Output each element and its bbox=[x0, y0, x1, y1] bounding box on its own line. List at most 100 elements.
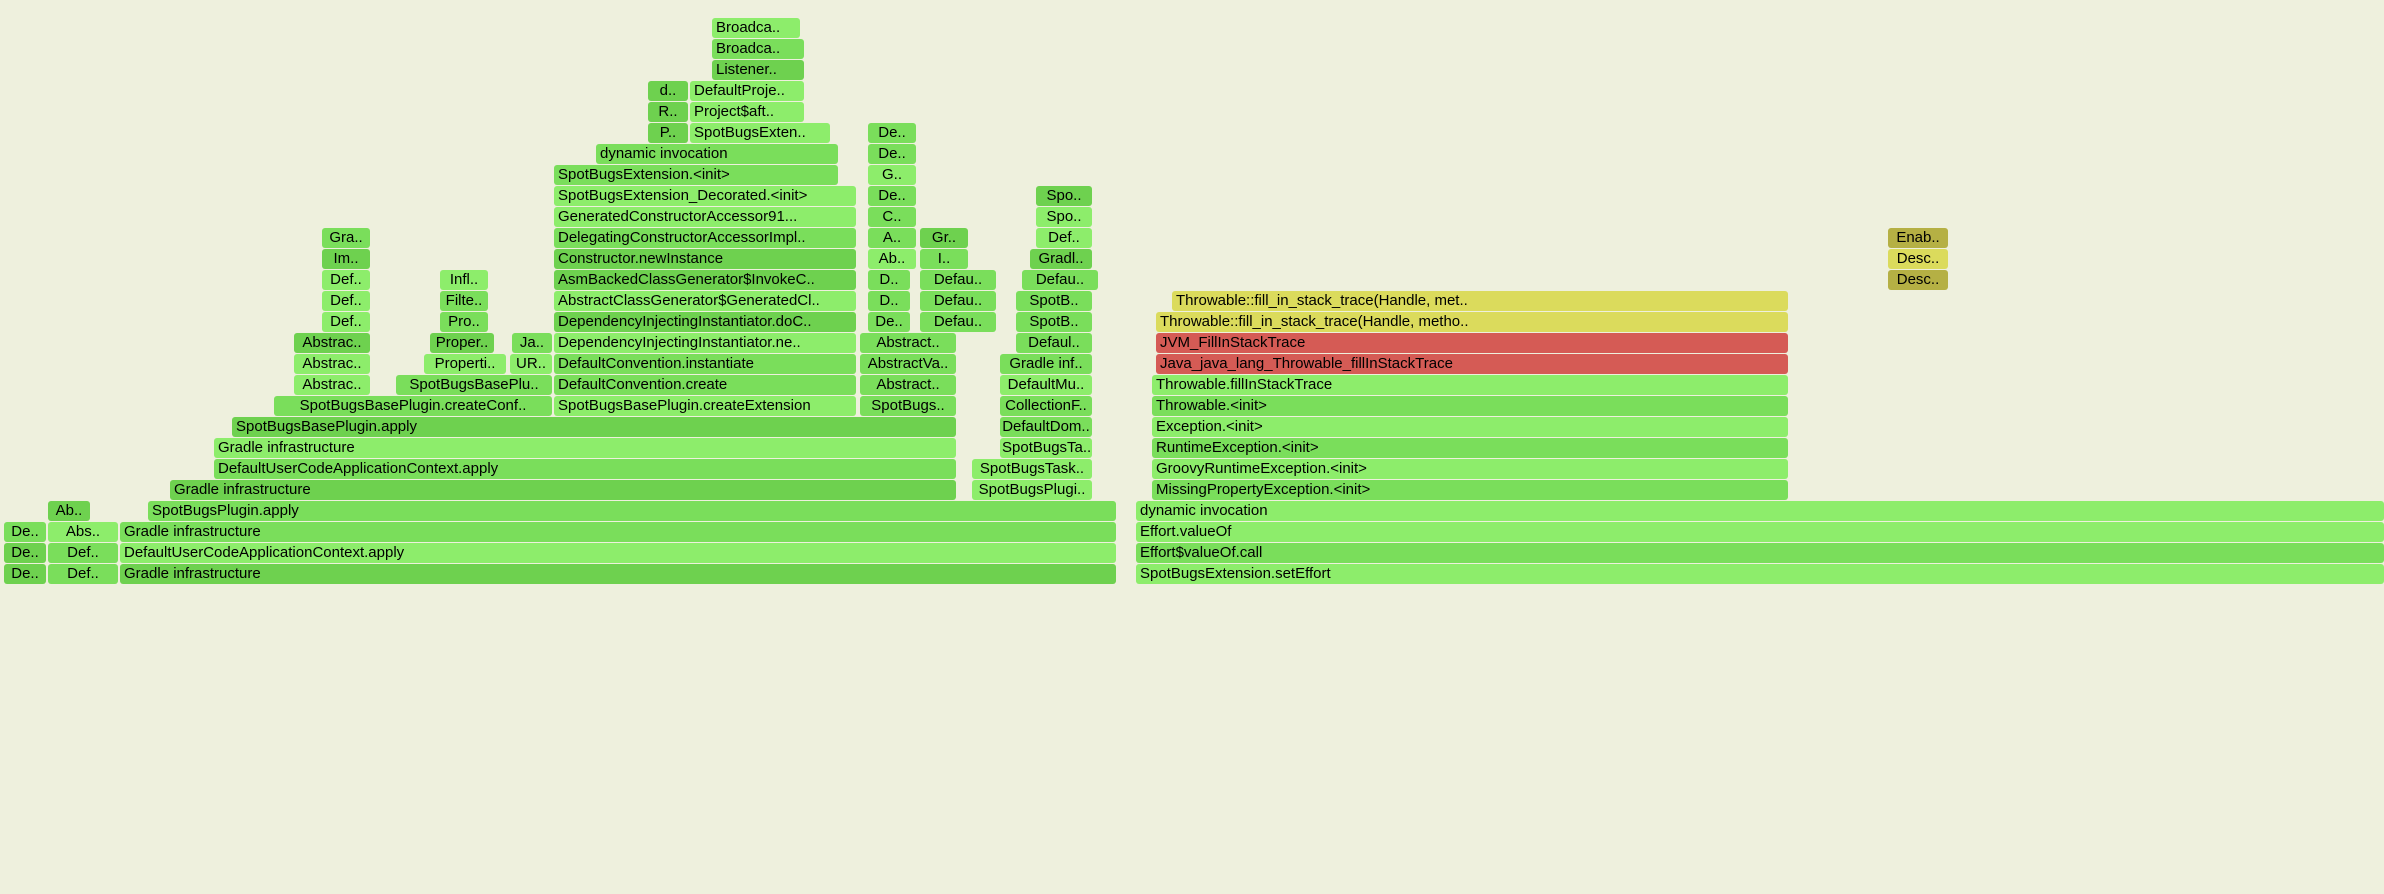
flame-frame[interactable]: JVM_FillInStackTrace bbox=[1156, 333, 1788, 353]
flame-frame[interactable]: R.. bbox=[648, 102, 688, 122]
flame-frame[interactable]: Gradle inf.. bbox=[1000, 354, 1092, 374]
flame-frame[interactable]: Defau.. bbox=[1022, 270, 1098, 290]
flame-frame[interactable]: DefaultUserCodeApplicationContext.apply bbox=[120, 543, 1116, 563]
flame-frame[interactable]: Desc.. bbox=[1888, 270, 1948, 290]
flame-frame[interactable]: Desc.. bbox=[1888, 249, 1948, 269]
flame-frame[interactable]: Proper.. bbox=[430, 333, 494, 353]
flame-frame[interactable]: Listener.. bbox=[712, 60, 804, 80]
flame-frame[interactable]: Gradle infrastructure bbox=[120, 522, 1116, 542]
flame-frame[interactable]: SpotBugsExtension.setEffort bbox=[1136, 564, 2384, 584]
flame-frame[interactable]: Effort.valueOf bbox=[1136, 522, 2384, 542]
flame-frame[interactable]: Defau.. bbox=[920, 312, 996, 332]
flame-frame[interactable]: Ja.. bbox=[512, 333, 552, 353]
flame-frame[interactable]: D.. bbox=[868, 291, 910, 311]
flame-frame[interactable]: GeneratedConstructorAccessor91... bbox=[554, 207, 856, 227]
flame-frame[interactable]: Throwable::fill_in_stack_trace(Handle, m… bbox=[1172, 291, 1788, 311]
flame-frame[interactable]: A.. bbox=[868, 228, 916, 248]
flame-frame[interactable]: Defau.. bbox=[920, 291, 996, 311]
flame-frame[interactable]: De.. bbox=[868, 123, 916, 143]
flame-frame[interactable]: SpotBugsBasePlugin.createExtension bbox=[554, 396, 856, 416]
flame-frame[interactable]: SpotBugsBasePlugin.createConf.. bbox=[274, 396, 552, 416]
flame-frame[interactable]: De.. bbox=[4, 543, 46, 563]
flame-frame[interactable]: Def.. bbox=[322, 312, 370, 332]
flame-frame[interactable]: DefaultProje.. bbox=[690, 81, 804, 101]
flame-frame[interactable]: SpotBugsBasePlugin.apply bbox=[232, 417, 956, 437]
flame-frame[interactable]: DefaultMu.. bbox=[1000, 375, 1092, 395]
flame-frame[interactable]: Def.. bbox=[1036, 228, 1092, 248]
flame-frame[interactable]: Abstract.. bbox=[860, 333, 956, 353]
flame-frame[interactable]: C.. bbox=[868, 207, 916, 227]
flame-frame[interactable]: dynamic invocation bbox=[1136, 501, 2384, 521]
flame-frame[interactable]: D.. bbox=[868, 270, 910, 290]
flame-frame[interactable]: Java_java_lang_Throwable_fillInStackTrac… bbox=[1156, 354, 1788, 374]
flame-frame[interactable]: De.. bbox=[868, 186, 916, 206]
flame-frame[interactable]: Gradle infrastructure bbox=[170, 480, 956, 500]
flame-frame[interactable]: Defaul.. bbox=[1016, 333, 1092, 353]
flame-frame[interactable]: Ab.. bbox=[48, 501, 90, 521]
flame-frame[interactable]: SpotB.. bbox=[1016, 291, 1092, 311]
flame-frame[interactable]: Broadca.. bbox=[712, 18, 800, 38]
flame-frame[interactable]: G.. bbox=[868, 165, 916, 185]
flame-frame[interactable]: Constructor.newInstance bbox=[554, 249, 856, 269]
flame-frame[interactable]: DefaultUserCodeApplicationContext.apply bbox=[214, 459, 956, 479]
flame-frame[interactable]: Spo.. bbox=[1036, 186, 1092, 206]
flame-frame[interactable]: Filte.. bbox=[440, 291, 488, 311]
flame-frame[interactable]: DependencyInjectingInstantiator.ne.. bbox=[554, 333, 856, 353]
flame-frame[interactable]: Defau.. bbox=[920, 270, 996, 290]
flame-frame[interactable]: d.. bbox=[648, 81, 688, 101]
flame-frame[interactable]: Def.. bbox=[48, 564, 118, 584]
flame-frame[interactable]: dynamic invocation bbox=[596, 144, 838, 164]
flame-frame[interactable]: Throwable::fill_in_stack_trace(Handle, m… bbox=[1156, 312, 1788, 332]
flame-frame[interactable]: Project$aft.. bbox=[690, 102, 804, 122]
flame-frame[interactable]: Throwable.<init> bbox=[1152, 396, 1788, 416]
flame-frame[interactable]: Abstrac.. bbox=[294, 354, 370, 374]
flame-frame[interactable]: SpotBugsBasePlu.. bbox=[396, 375, 552, 395]
flame-frame[interactable]: DefaultConvention.create bbox=[554, 375, 856, 395]
flame-frame[interactable]: SpotBugs.. bbox=[860, 396, 956, 416]
flame-frame[interactable]: Broadca.. bbox=[712, 39, 804, 59]
flame-frame[interactable]: SpotB.. bbox=[1016, 312, 1092, 332]
flame-frame[interactable]: Gradle infrastructure bbox=[120, 564, 1116, 584]
flame-frame[interactable]: Def.. bbox=[322, 291, 370, 311]
flame-frame[interactable]: Enab.. bbox=[1888, 228, 1948, 248]
flame-frame[interactable]: Def.. bbox=[48, 543, 118, 563]
flame-frame[interactable]: SpotBugsPlugi.. bbox=[972, 480, 1092, 500]
flame-frame[interactable]: UR.. bbox=[510, 354, 552, 374]
flame-frame[interactable]: Spo.. bbox=[1036, 207, 1092, 227]
flame-frame[interactable]: P.. bbox=[648, 123, 688, 143]
flame-frame[interactable]: De.. bbox=[4, 564, 46, 584]
flame-frame[interactable]: Gradle infrastructure bbox=[214, 438, 956, 458]
flame-frame[interactable]: SpotBugsTask.. bbox=[972, 459, 1092, 479]
flame-frame[interactable]: SpotBugsExten.. bbox=[690, 123, 830, 143]
flame-frame[interactable]: De.. bbox=[4, 522, 46, 542]
flame-frame[interactable]: Pro.. bbox=[440, 312, 488, 332]
flame-frame[interactable]: I.. bbox=[920, 249, 968, 269]
flame-frame[interactable]: AbstractVa.. bbox=[860, 354, 956, 374]
flame-frame[interactable]: DefaultConvention.instantiate bbox=[554, 354, 856, 374]
flame-frame[interactable]: De.. bbox=[868, 144, 916, 164]
flame-frame[interactable]: Gradl.. bbox=[1030, 249, 1092, 269]
flame-frame[interactable]: GroovyRuntimeException.<init> bbox=[1152, 459, 1788, 479]
flame-frame[interactable]: Im.. bbox=[322, 249, 370, 269]
flame-frame[interactable]: Def.. bbox=[322, 270, 370, 290]
flame-frame[interactable]: SpotBugsExtension.<init> bbox=[554, 165, 838, 185]
flame-frame[interactable]: SpotBugsTa.. bbox=[1000, 438, 1092, 458]
flame-frame[interactable]: Abstract.. bbox=[860, 375, 956, 395]
flame-frame[interactable]: Gr.. bbox=[920, 228, 968, 248]
flame-frame[interactable]: SpotBugsPlugin.apply bbox=[148, 501, 1116, 521]
flame-frame[interactable]: Abs.. bbox=[48, 522, 118, 542]
flame-frame[interactable]: AbstractClassGenerator$GeneratedCl.. bbox=[554, 291, 856, 311]
flame-frame[interactable]: Infl.. bbox=[440, 270, 488, 290]
flame-frame[interactable]: Abstrac.. bbox=[294, 375, 370, 395]
flame-frame[interactable]: DependencyInjectingInstantiator.doC.. bbox=[554, 312, 856, 332]
flame-frame[interactable]: Properti.. bbox=[424, 354, 506, 374]
flame-frame[interactable]: RuntimeException.<init> bbox=[1152, 438, 1788, 458]
flame-frame[interactable]: Throwable.fillInStackTrace bbox=[1152, 375, 1788, 395]
flame-frame[interactable]: CollectionF.. bbox=[1000, 396, 1092, 416]
flame-frame[interactable]: Abstrac.. bbox=[294, 333, 370, 353]
flame-frame[interactable]: DelegatingConstructorAccessorImpl.. bbox=[554, 228, 856, 248]
flame-frame[interactable]: DefaultDom.. bbox=[1000, 417, 1092, 437]
flame-frame[interactable]: SpotBugsExtension_Decorated.<init> bbox=[554, 186, 856, 206]
flame-frame[interactable]: AsmBackedClassGenerator$InvokeC.. bbox=[554, 270, 856, 290]
flame-frame[interactable]: MissingPropertyException.<init> bbox=[1152, 480, 1788, 500]
